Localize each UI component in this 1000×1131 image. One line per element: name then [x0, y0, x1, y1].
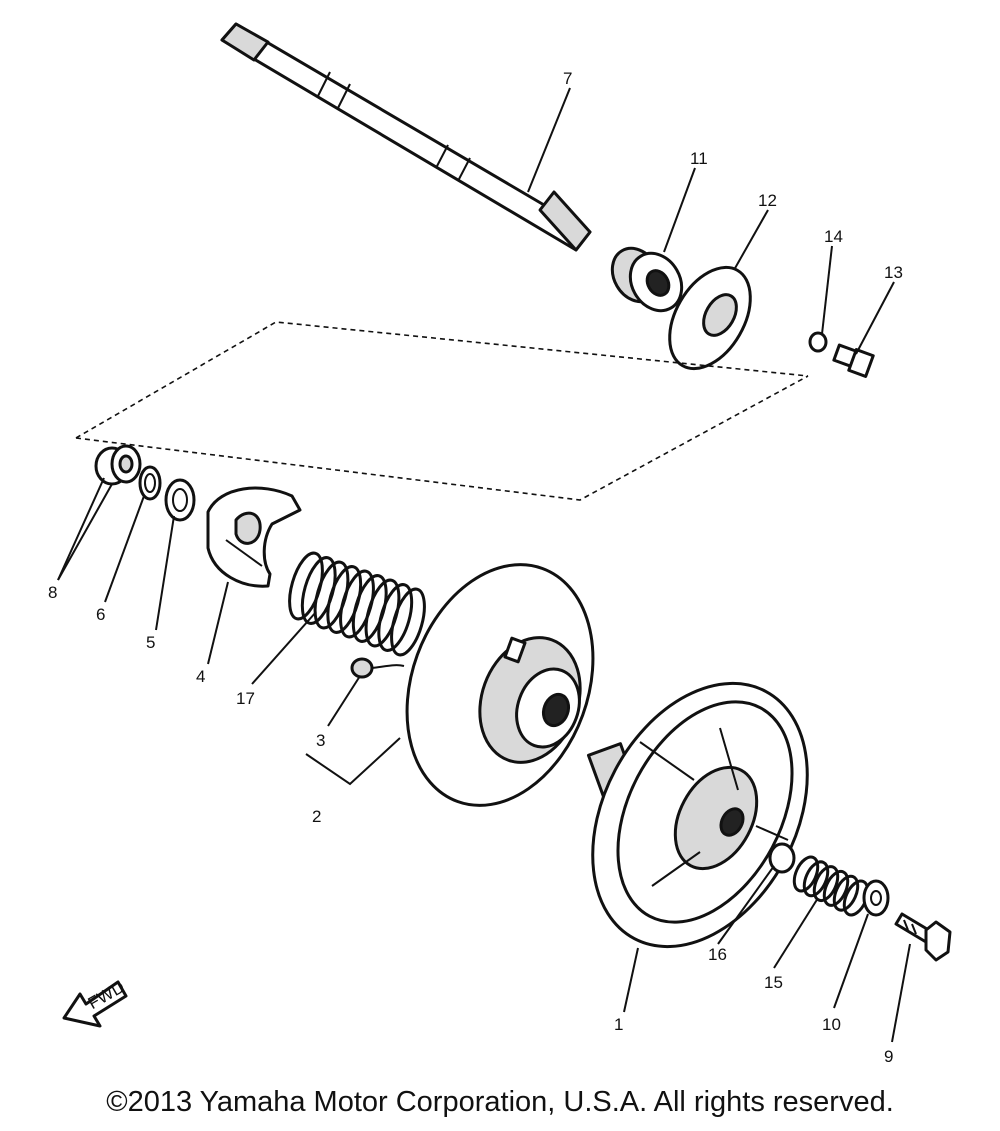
- part-7-shaft: [220, 22, 592, 252]
- spring-coil: [822, 869, 850, 907]
- callout-7: 7: [563, 69, 572, 88]
- part-15-spring: [792, 855, 870, 917]
- spring-coil: [832, 874, 860, 912]
- callout-11: 11: [690, 149, 708, 168]
- callout-2: 2: [312, 807, 321, 826]
- spring-coil: [802, 860, 830, 898]
- spring-coil: [390, 587, 426, 657]
- part-12-flange: [668, 265, 752, 371]
- callout-3: 3: [316, 731, 325, 750]
- callout-labels: 7 11 12 14 13 8 6 5 4 17 3 2 1 16 15 10 …: [48, 69, 903, 1066]
- callout-5: 5: [146, 633, 155, 652]
- part-4-cam: [206, 486, 302, 588]
- callout-16: 16: [708, 945, 727, 964]
- part-6-washer: [138, 465, 162, 501]
- leader-lines: [57, 87, 911, 1043]
- part-2-sheave: [405, 563, 595, 807]
- part-16-collar: [768, 842, 796, 874]
- part-13-bolt: [832, 343, 875, 378]
- part-10-washer: [862, 879, 890, 917]
- spring-coil: [377, 583, 414, 652]
- callout-9: 9: [884, 1047, 893, 1066]
- part-17-spring: [288, 551, 426, 657]
- callout-6: 6: [96, 605, 105, 624]
- part-14-nut: [808, 331, 828, 353]
- part-5-washer: [164, 478, 196, 522]
- callout-1: 1: [614, 1015, 623, 1034]
- callout-15: 15: [764, 973, 783, 992]
- part-11-bearing: [610, 246, 684, 313]
- callout-10: 10: [822, 1015, 841, 1034]
- part-9-bolt: [894, 912, 952, 962]
- assembly-outline: [75, 321, 809, 501]
- callout-13: 13: [884, 263, 903, 282]
- part-1-sheave: [586, 681, 809, 949]
- callout-8: 8: [48, 583, 57, 602]
- spring-coil: [792, 855, 820, 893]
- callout-12: 12: [758, 191, 777, 210]
- callout-14: 14: [824, 227, 843, 246]
- fwd-arrow-icon: FWD: [62, 977, 128, 1028]
- callout-17: 17: [236, 689, 255, 708]
- part-3-pin: [350, 657, 405, 679]
- copyright-notice: ©2013 Yamaha Motor Corporation, U.S.A. A…: [106, 1086, 894, 1118]
- callout-4: 4: [196, 667, 205, 686]
- spring-coil: [812, 865, 840, 903]
- part-8-nut: [94, 444, 142, 486]
